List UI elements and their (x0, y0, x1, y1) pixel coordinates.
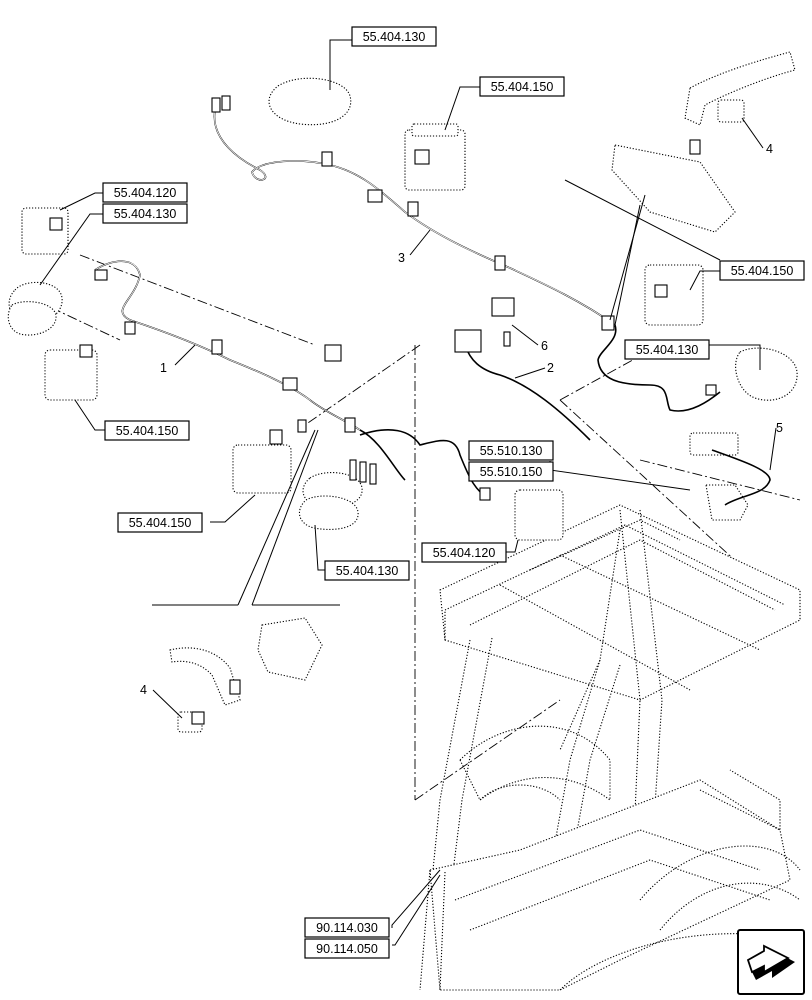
reference-55-404-130-top[interactable]: 55.404.130 (351, 26, 437, 47)
reference-55-404-150-center[interactable]: 55.404.150 (117, 512, 203, 533)
reference-label: 55.404.120 (114, 186, 177, 200)
callout-3: 3 (398, 251, 405, 265)
reference-55-404-120-left[interactable]: 55.404.120 (102, 182, 188, 203)
callout-5: 5 (776, 421, 783, 435)
callout-6: 6 (541, 339, 548, 353)
reference-label: 55.404.150 (491, 80, 554, 94)
reference-label: 55.404.150 (129, 516, 192, 530)
reference-55-404-120-center[interactable]: 55.404.120 (421, 542, 507, 563)
reference-55-510-150[interactable]: 55.510.150 (468, 461, 554, 482)
reference-label: 55.510.130 (480, 444, 543, 458)
callout-1: 1 (160, 361, 167, 375)
reference-label: 55.404.130 (336, 564, 399, 578)
connectors (49, 95, 717, 725)
reference-label: 55.404.150 (731, 264, 794, 278)
reference-label: 55.404.120 (433, 546, 496, 560)
reference-55-404-150-top[interactable]: 55.404.150 (479, 76, 565, 97)
reference-55-404-130-left[interactable]: 55.404.130 (102, 203, 188, 224)
reference-label: 55.404.150 (116, 424, 179, 438)
reference-90-114-050[interactable]: 90.114.050 (304, 938, 390, 959)
reference-55-404-130-right[interactable]: 55.404.130 (624, 339, 710, 360)
callout-4-top: 4 (766, 142, 773, 156)
reference-label: 90.114.050 (316, 942, 378, 956)
callout-4-bottom: 4 (140, 683, 147, 697)
reference-55-404-130-bottom[interactable]: 55.404.130 (324, 560, 410, 581)
reference-55-510-130[interactable]: 55.510.130 (468, 440, 554, 461)
reference-label: 55.404.130 (114, 207, 177, 221)
lamp-parts (7, 51, 798, 733)
callout-2: 2 (547, 361, 554, 375)
reference-label: 90.114.030 (316, 921, 378, 935)
reference-55-404-150-right[interactable]: 55.404.150 (719, 260, 805, 281)
cab-frame (419, 504, 801, 991)
reference-label: 55.404.130 (636, 343, 699, 357)
reference-90-114-030[interactable]: 90.114.030 (304, 917, 390, 938)
next-page-arrow-icon[interactable] (737, 929, 805, 995)
reference-label: 55.404.130 (363, 30, 426, 44)
reference-label: 55.510.150 (480, 465, 543, 479)
reference-55-404-150-left-bottom[interactable]: 55.404.150 (104, 420, 190, 441)
leader-lines (39, 39, 777, 946)
